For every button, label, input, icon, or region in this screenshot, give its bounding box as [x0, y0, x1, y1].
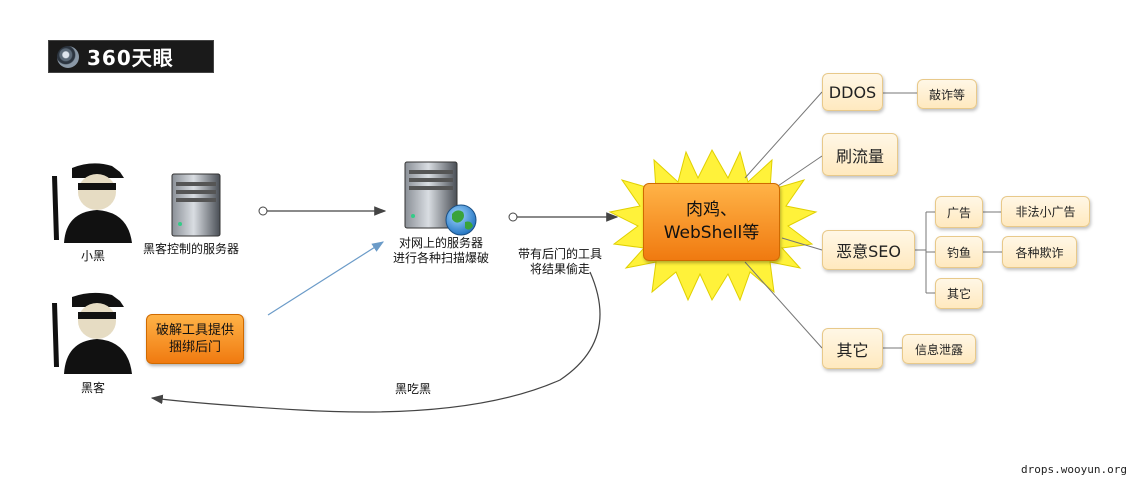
- hacker-icon-hacker: [52, 292, 132, 374]
- label-target-server: 对网上的服务器 进行各种扫描爆破: [385, 236, 497, 266]
- connectors: [744, 91, 1002, 349]
- node-fraud: 各种欺诈: [1002, 236, 1077, 268]
- node-central-line1: 肉鸡、: [686, 200, 737, 220]
- arrow-tool-to-target: [267, 241, 385, 316]
- label-target-line2: 进行各种扫描爆破: [392, 251, 489, 265]
- node-traffic: 刷流量: [822, 133, 898, 176]
- label-hacker-server: 黑客控制的服务器: [143, 242, 240, 256]
- logo-text: 360天眼: [87, 46, 174, 70]
- node-malicious-seo: 恶意SEO: [822, 230, 915, 270]
- logo-eye-icon: [57, 45, 79, 68]
- arrow-scan: [258, 206, 387, 216]
- node-other: 其它: [822, 328, 883, 369]
- node-ads: 广告: [935, 196, 983, 228]
- hacker-icon-xiaohei: [52, 163, 132, 243]
- node-ddos: DDOS: [822, 73, 883, 111]
- node-cracking-tool-line2: 捆绑后门: [168, 340, 221, 355]
- logo-360-tianyan: 360天眼: [48, 40, 214, 73]
- node-phishing: 钓鱼: [935, 236, 983, 268]
- node-seo-other: 其它: [935, 278, 983, 309]
- label-hacker: 黑客: [81, 381, 106, 395]
- label-steal-line2: 将结果偷走: [529, 262, 590, 276]
- label-target-line1: 对网上的服务器: [398, 236, 483, 250]
- node-central-bots: 肉鸡、 WebShell等: [643, 183, 780, 261]
- node-central-line2: WebShell等: [663, 223, 760, 243]
- credit-watermark: drops.wooyun.org: [1021, 463, 1127, 476]
- node-cracking-tool-line1: 破解工具提供: [155, 323, 234, 338]
- node-cracking-tool: 破解工具提供 捆绑后门: [146, 314, 244, 364]
- label-xiaohei: 小黑: [81, 249, 106, 263]
- label-black-eat-black: 黑吃黑: [395, 382, 432, 396]
- server-icon-hacker-controlled: [171, 173, 221, 237]
- arrow-to-central: [508, 212, 619, 222]
- node-illegal-ads: 非法小广告: [1001, 196, 1090, 227]
- globe-icon: [445, 204, 477, 236]
- label-steal-line1: 带有后门的工具: [517, 247, 602, 261]
- node-info-leak: 信息泄露: [902, 334, 976, 364]
- arrow-black-eat-black: [150, 271, 601, 413]
- server-icon-target: [404, 161, 458, 229]
- label-steal: 带有后门的工具 将结果偷走: [508, 247, 612, 277]
- node-extortion: 敲诈等: [917, 79, 977, 109]
